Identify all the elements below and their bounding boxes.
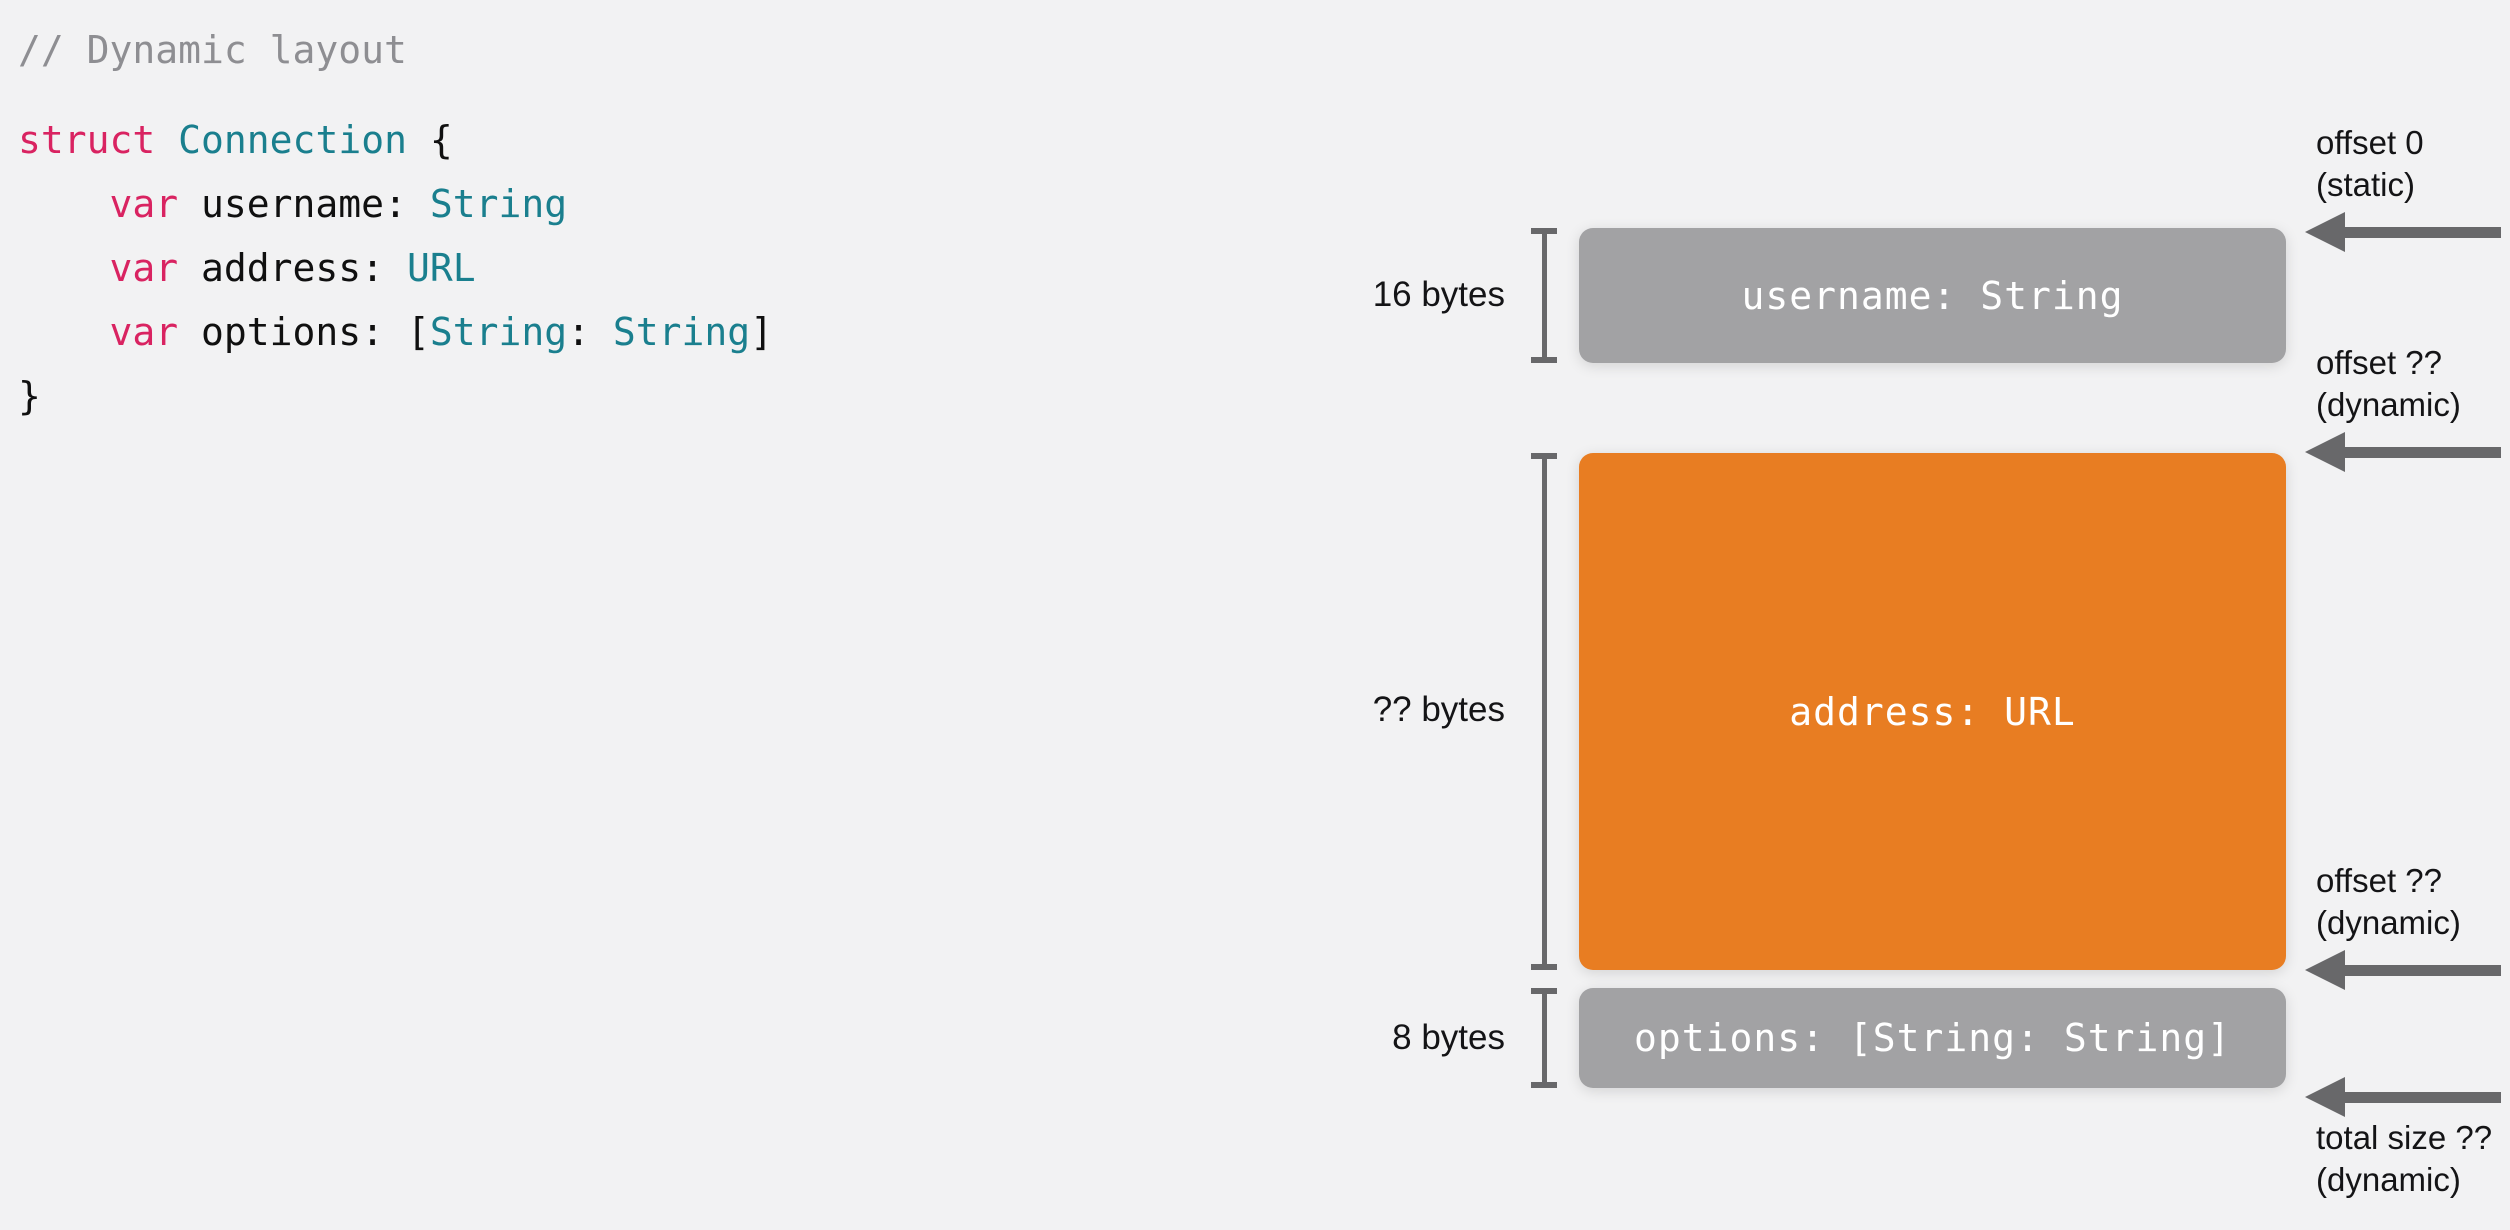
offset-annotation-line1: offset ??	[2316, 862, 2442, 899]
bracket-cap-bottom	[1531, 357, 1557, 363]
bracket-cap-bottom	[1531, 1082, 1557, 1088]
offset-annotation-username-end: offset ?? (dynamic)	[2316, 342, 2461, 426]
bracket-cap-bottom	[1531, 964, 1557, 970]
code-line-struct-decl: struct Connection {	[18, 108, 1218, 172]
offset-annotation-line1: offset ??	[2316, 344, 2442, 381]
memory-box-username: username: String	[1579, 228, 2286, 363]
bracket-stem	[1542, 453, 1547, 970]
code-token-ident-username: username:	[178, 182, 430, 226]
code-token-type-string: String	[429, 182, 568, 226]
dimension-bracket-options	[1531, 988, 1557, 1088]
code-line-struct-close: }	[18, 364, 1218, 428]
arrow-shaft	[2337, 447, 2501, 458]
offset-annotation-line1: offset 0	[2316, 124, 2424, 161]
offset-annotation-line2: (dynamic)	[2316, 386, 2461, 423]
dimension-bracket-address	[1531, 453, 1557, 970]
code-token-comment: // Dynamic layout	[18, 28, 407, 72]
code-token-type-string-key: String	[429, 310, 568, 354]
offset-annotation-line2: (dynamic)	[2316, 904, 2461, 941]
code-token-keyword-var: var	[109, 310, 179, 354]
offset-annotation-start: offset 0 (static)	[2316, 122, 2424, 206]
offset-annotation-line1: total size ??	[2316, 1119, 2493, 1156]
arrow-shaft	[2337, 227, 2501, 238]
memory-box-label-options: options: [String: String]	[1634, 1016, 2231, 1060]
offset-arrow-username-end	[2305, 432, 2501, 472]
offset-annotation-line2: (static)	[2316, 166, 2415, 203]
offset-annotation-total-size: total size ?? (dynamic)	[2316, 1117, 2492, 1201]
arrow-shaft	[2337, 965, 2501, 976]
code-token-keyword-var: var	[109, 246, 179, 290]
code-panel: // Dynamic layout struct Connection { va…	[18, 18, 1218, 428]
offset-arrow-start	[2305, 212, 2501, 252]
code-token-brace-open: {	[406, 118, 453, 162]
memory-box-options: options: [String: String]	[1579, 988, 2286, 1088]
code-token-ident-options: options: [	[178, 310, 430, 354]
offset-annotation-line2: (dynamic)	[2316, 1161, 2461, 1198]
memory-box-address: address: URL	[1579, 453, 2286, 970]
arrow-shaft	[2337, 1092, 2501, 1103]
size-label-options: 8 bytes	[1392, 1018, 1505, 1057]
dimension-bracket-username	[1531, 228, 1557, 363]
offset-arrow-total-size	[2305, 1077, 2501, 1117]
code-token-keyword-var: var	[109, 182, 179, 226]
size-label-address: ?? bytes	[1372, 690, 1505, 729]
code-token-type-connection: Connection	[178, 118, 407, 162]
code-token-colon: :	[567, 310, 613, 354]
code-token-type-string-value: String	[612, 310, 751, 354]
bracket-stem	[1542, 228, 1547, 363]
code-token-type-url: URL	[406, 246, 476, 290]
memory-box-label-username: username: String	[1741, 273, 2124, 318]
offset-annotation-address-end: offset ?? (dynamic)	[2316, 860, 2461, 944]
bracket-stem	[1542, 988, 1547, 1088]
code-line-comment: // Dynamic layout	[18, 18, 1218, 82]
code-line-var-options: var options: [String: String]	[18, 300, 1218, 364]
code-line-var-username: var username: String	[18, 172, 1218, 236]
code-token-keyword-struct: struct	[18, 118, 156, 162]
size-label-username: 16 bytes	[1372, 275, 1505, 314]
code-token-brace-close: }	[18, 374, 41, 418]
code-token-bracket-close: ]	[750, 310, 774, 354]
code-token-ident-address: address:	[178, 246, 407, 290]
code-line-var-address: var address: URL	[18, 236, 1218, 300]
offset-arrow-address-end	[2305, 950, 2501, 990]
memory-box-label-address: address: URL	[1789, 689, 2076, 734]
